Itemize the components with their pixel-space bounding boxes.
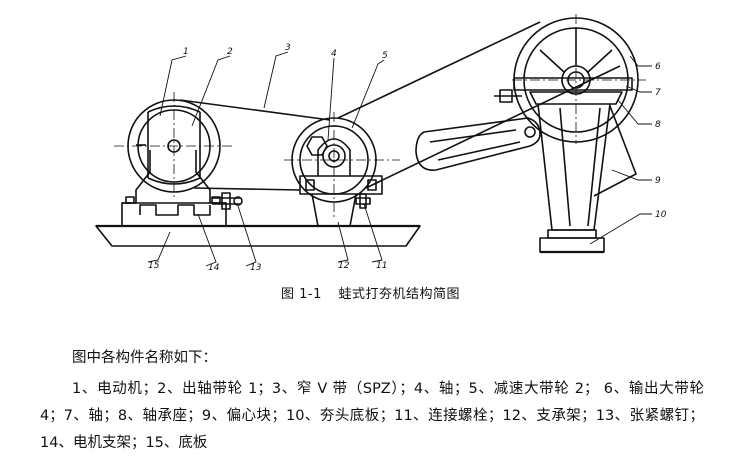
figure-number: 图 1-1 <box>280 287 322 302</box>
part-label-2: 2 <box>227 47 233 57</box>
figure-caption: 图 1-1 蛙式打夯机结构简图 <box>0 283 741 302</box>
part-label-4: 4 <box>331 49 337 59</box>
part-label-8: 8 <box>655 120 661 130</box>
output-pulley-1 <box>114 92 234 200</box>
part-label-3: 3 <box>285 43 291 53</box>
part-label-13: 13 <box>250 263 262 273</box>
parts-intro: 图中各构件名称如下： <box>72 350 217 366</box>
bearing-housing <box>529 91 623 105</box>
v-belt-spz <box>179 99 331 191</box>
output-pulley-4 <box>512 14 646 144</box>
tension-screw <box>212 192 243 210</box>
part-label-15: 15 <box>148 261 160 271</box>
part-label-14: 14 <box>208 263 220 273</box>
parts-list-paragraph: 1、电动机；2、出轴带轮 1；3、窄 V 带（SPZ）；4、轴；5、减速大带轮 … <box>40 381 704 451</box>
part-label-6: 6 <box>655 62 661 72</box>
part-label-11: 11 <box>376 261 387 271</box>
part-label-1: 1 <box>183 47 189 57</box>
connecting-bolt <box>355 193 371 209</box>
base-plate <box>95 225 421 247</box>
part-label-9: 9 <box>655 176 661 186</box>
figure-title: 蛙式打夯机结构简图 <box>338 287 461 302</box>
shaft-support-frame <box>299 138 383 227</box>
shaft-7 <box>494 77 633 103</box>
motor-bracket <box>121 150 227 226</box>
reduction-pulley-2 <box>284 112 400 220</box>
machine-structure-diagram: 1 2 3 4 5 6 7 8 9 10 11 12 13 14 15 <box>95 14 667 273</box>
v-belt-upper <box>337 21 621 189</box>
part-label-5: 5 <box>382 51 388 61</box>
part-label-10: 10 <box>655 210 667 220</box>
part-label-7: 7 <box>655 88 661 98</box>
part-label-12: 12 <box>338 261 350 271</box>
eccentric-block <box>415 117 541 171</box>
